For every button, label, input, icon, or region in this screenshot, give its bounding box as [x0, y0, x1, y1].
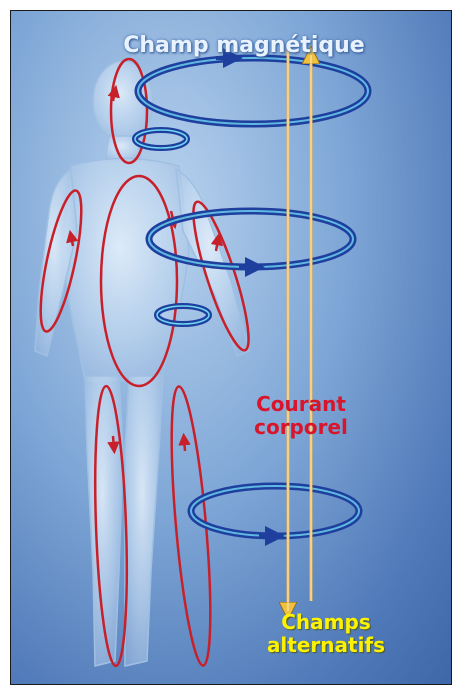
alternating-fields-label-line1: Champs — [246, 611, 406, 634]
magnetic-field-label: Champ magnétique — [109, 33, 379, 58]
body-current-label: Courant corporel — [211, 393, 391, 439]
diagram-frame: Champ magnétique Courant corporel Champs… — [10, 10, 452, 685]
alternating-fields-label: Champs alternatifs — [246, 611, 406, 657]
body-current-label-line1: Courant — [211, 393, 391, 416]
human-body — [35, 61, 249, 666]
body-current-label-line2: corporel — [211, 416, 391, 439]
diagram-canvas — [11, 11, 451, 684]
alternating-fields-label-line2: alternatifs — [246, 634, 406, 657]
left-leg-current-arrow — [113, 436, 114, 448]
right-leg-current-arrow — [184, 439, 185, 451]
alternating-field-lines — [288, 47, 311, 611]
